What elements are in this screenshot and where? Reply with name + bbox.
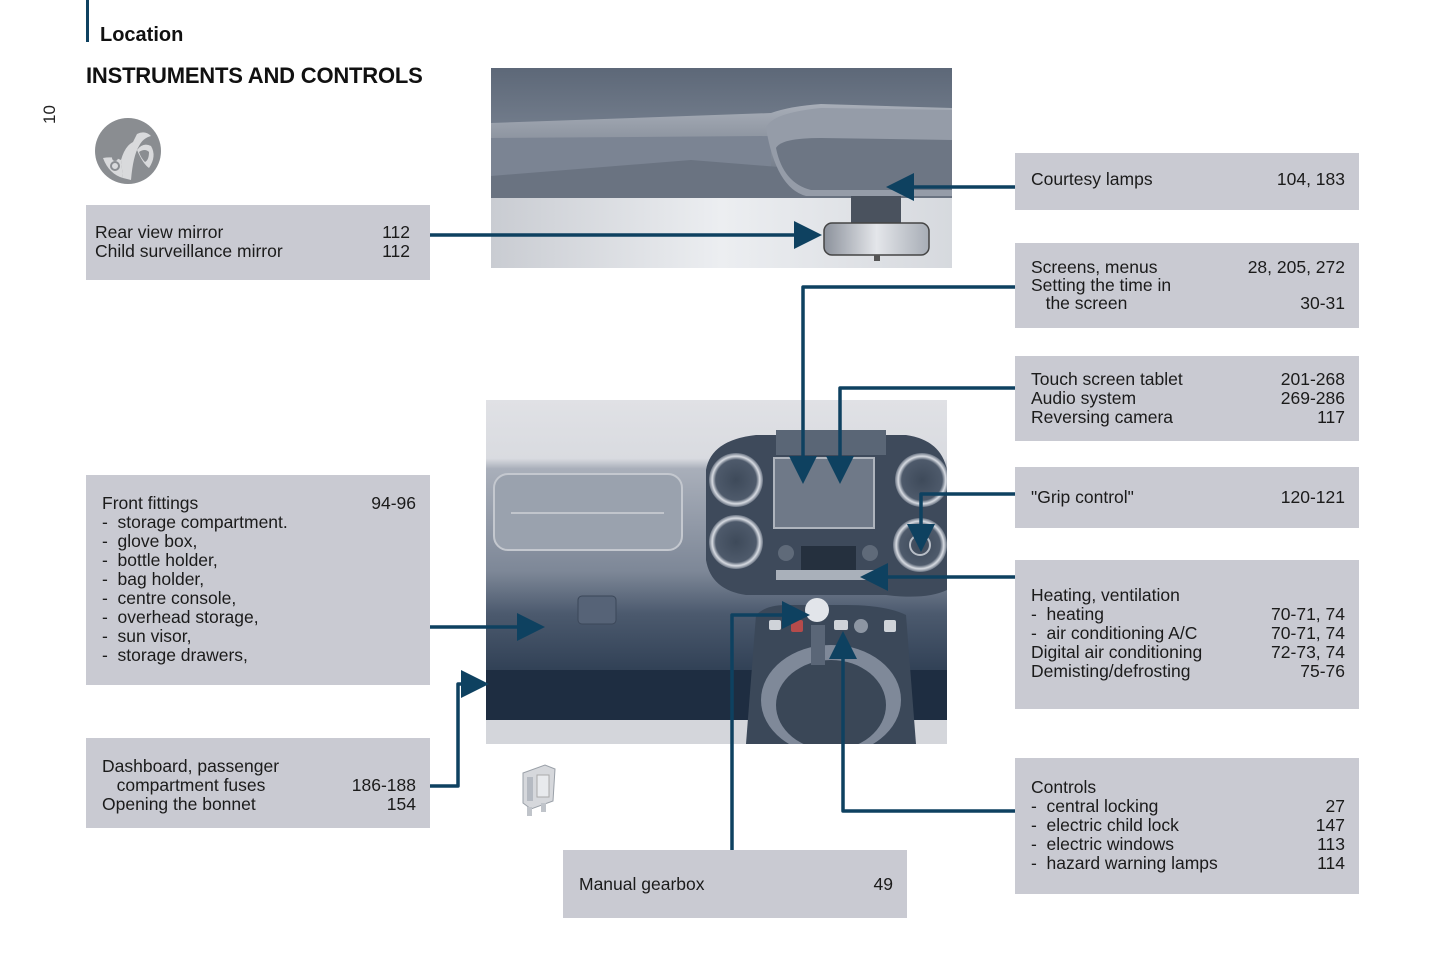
page-ref: 120-121 <box>1280 487 1345 507</box>
callout-row: - glove box, <box>102 531 198 551</box>
page-ref: 113 <box>1317 834 1345 854</box>
section-title: Location <box>100 24 184 46</box>
page-ref: 94-96 <box>371 493 416 513</box>
page-ref: 70-71, 74 <box>1271 623 1345 643</box>
callout-row: Controls <box>1031 777 1097 797</box>
page-ref: 269-286 <box>1280 388 1345 408</box>
callout-row: - overhead storage, <box>102 607 259 627</box>
roof-console-illustration <box>491 68 952 268</box>
page-ref: 112 <box>382 222 410 242</box>
page-ref: 49 <box>873 874 893 894</box>
callout-row: Setting the time in <box>1031 275 1172 295</box>
driver-position-icon <box>93 116 163 186</box>
callout-row: - centre console, <box>102 588 237 608</box>
dashboard-illustration <box>486 400 947 744</box>
callout-row: Heating, ventilation <box>1031 585 1180 605</box>
callout-row: - bag holder, <box>102 569 205 589</box>
page-ref: 117 <box>1317 407 1345 427</box>
page-ref: 27 <box>1325 796 1345 816</box>
page-ref: 201-268 <box>1280 369 1345 389</box>
page-ref: 30-31 <box>1300 293 1345 313</box>
leader-fuses <box>430 670 489 788</box>
page-ref: 104, 183 <box>1276 169 1345 189</box>
page-ref: 70-71, 74 <box>1271 604 1345 624</box>
section-marker <box>86 0 89 42</box>
page-ref: 75-76 <box>1300 661 1345 681</box>
page-ref: 147 <box>1315 815 1345 835</box>
page-ref: 114 <box>1317 853 1345 873</box>
page-ref: 186-188 <box>351 775 416 795</box>
callout-row: "Grip control"120-121 <box>1031 487 1345 507</box>
page-ref: 154 <box>386 794 416 814</box>
callout-row: - sun visor, <box>102 626 192 646</box>
callout-grip-control: "Grip control"120-121 <box>1015 467 1359 528</box>
fuse-icon <box>519 763 559 818</box>
callout-row: Dashboard, passenger <box>102 756 280 776</box>
page-title: INSTRUMENTS AND CONTROLS <box>86 63 423 88</box>
page-number: 10 <box>40 105 59 124</box>
callout-row: - storage drawers, <box>102 645 248 665</box>
callout-row: - storage compartment. <box>102 512 288 532</box>
page-ref: 72-73, 74 <box>1271 642 1345 662</box>
page-ref: 112 <box>382 241 410 261</box>
page-ref: 28, 205, 272 <box>1247 257 1345 277</box>
callout-row: - bottle holder, <box>102 550 218 570</box>
